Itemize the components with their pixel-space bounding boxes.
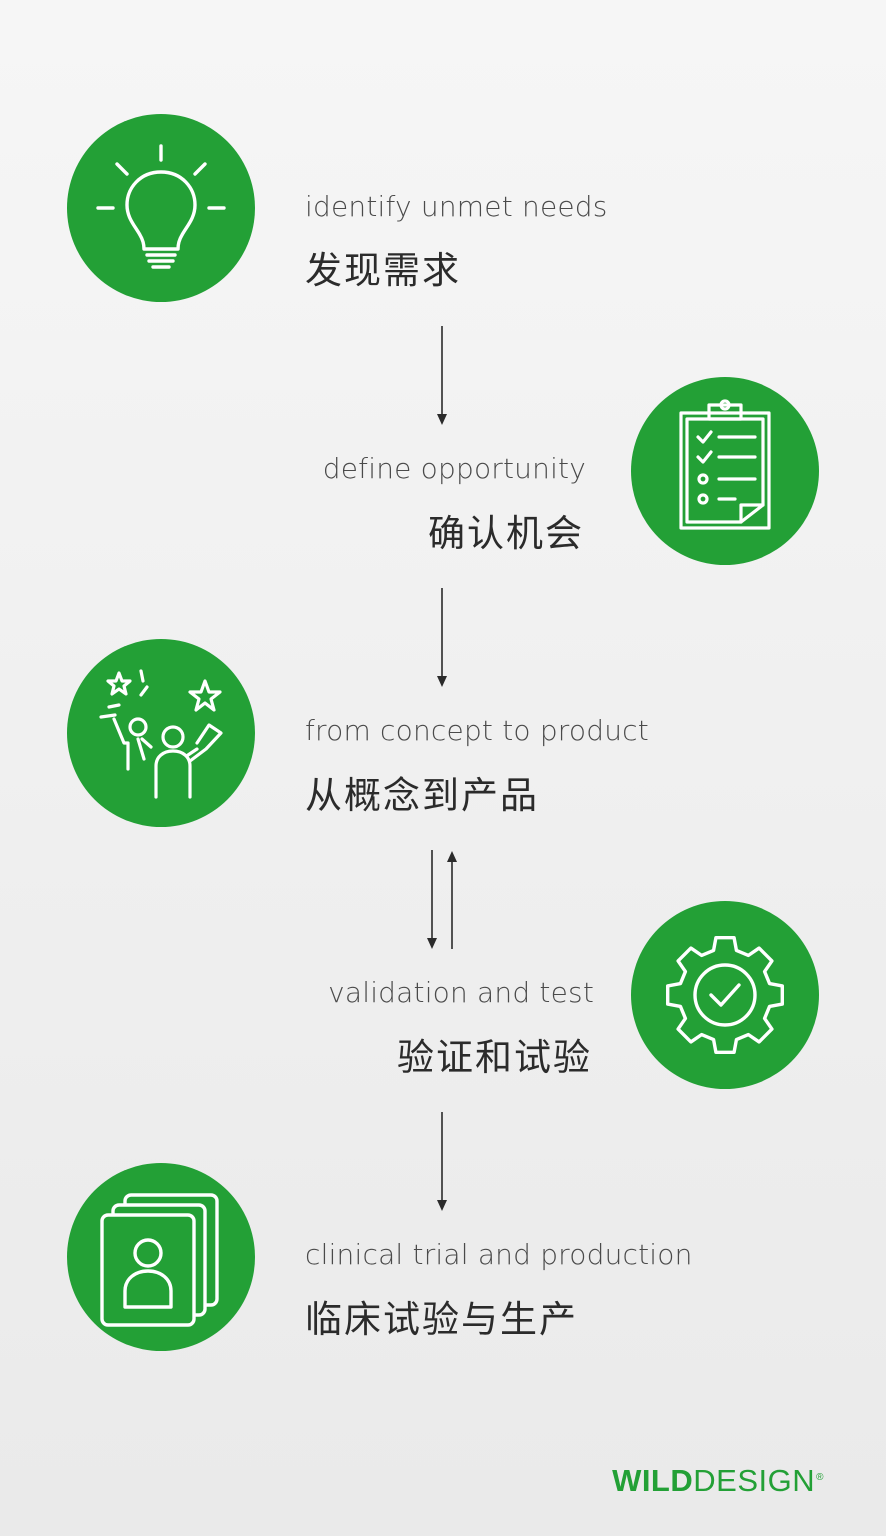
arrow-down-1 [437,326,447,425]
step-5-circle [67,1163,255,1351]
step-4-title-en: validation and test [328,976,594,1009]
step-4-circle [631,901,819,1089]
arrow-bidirectional [427,850,457,949]
step-1-title-zh: 发现需求 [305,249,461,292]
arrow-down-2 [437,588,447,687]
step-5-title-zh: 临床试验与生产 [305,1298,578,1341]
lightbulb-icon [96,144,226,269]
step-4-title-zh: 验证和试验 [397,1036,592,1079]
step-2-title-zh: 确认机会 [428,512,584,555]
step-2-circle [631,377,819,565]
logo-registered-mark: ® [816,1471,824,1483]
arrow-down-3 [437,1112,447,1211]
patient-cards-icon [100,1193,219,1327]
logo-light-text: DESIGN [693,1463,816,1498]
logo-bold-text: WILD [612,1463,694,1498]
gear-check-icon [666,936,784,1054]
step-3-title-en: from concept to product [305,714,649,747]
step-1-title-en: identify unmet needs [305,190,608,223]
clipboard-checklist-icon [679,399,771,530]
step-5-title-en: clinical trial and production [305,1238,693,1271]
step-2-title-en: define opportunity [322,452,586,485]
wilddesign-logo: WILDDESIGN® [612,1463,824,1499]
step-1-circle [67,114,255,302]
step-3-title-zh: 从概念到产品 [305,774,539,817]
step-3-circle [67,639,255,827]
team-celebration-icon [99,669,223,799]
